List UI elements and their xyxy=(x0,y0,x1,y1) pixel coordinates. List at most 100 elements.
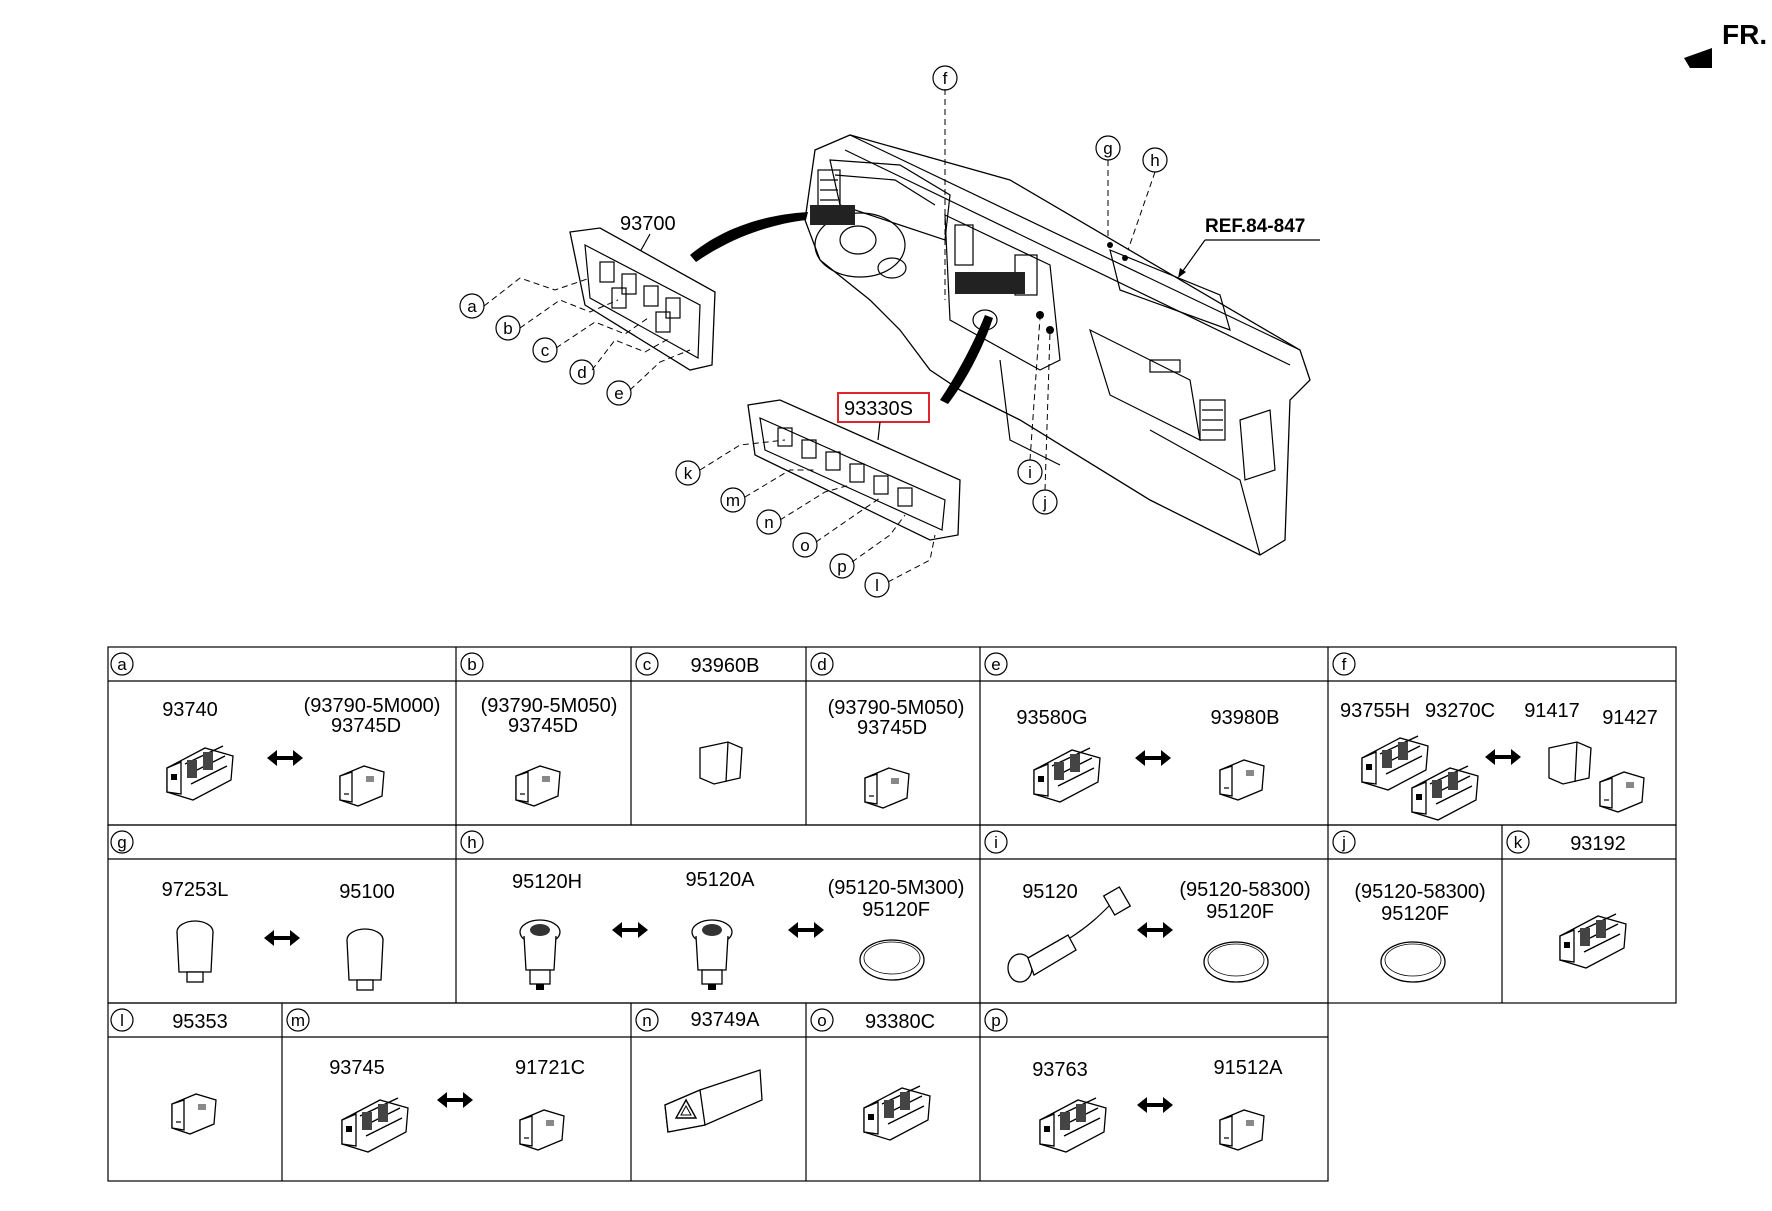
part-97253L[interactable]: 97253L xyxy=(162,879,229,901)
interchange-arrow-icon xyxy=(262,928,302,948)
button-icon xyxy=(176,920,214,983)
hazard-switch-icon xyxy=(664,1069,763,1133)
part-95120H[interactable]: 95120H xyxy=(512,871,582,893)
cap-icon xyxy=(1380,941,1446,983)
part-95100[interactable]: 95100 xyxy=(339,881,395,903)
switch-icon xyxy=(515,765,561,807)
center-panel-location xyxy=(955,272,1025,294)
part-91512A[interactable]: 91512A xyxy=(1214,1057,1284,1079)
cap-icon xyxy=(1203,941,1269,983)
callout-m: m xyxy=(726,491,740,510)
cell-f: f 93755H 93270C 91417 91427 xyxy=(1332,652,1658,821)
callout-a: a xyxy=(467,297,477,316)
switch-icon xyxy=(863,1085,931,1141)
switch-icon xyxy=(1559,913,1627,969)
switch-icon xyxy=(1033,747,1101,803)
callout-e: e xyxy=(614,384,623,403)
part-95120F[interactable]: 95120F xyxy=(1206,901,1274,923)
callout-o: o xyxy=(800,536,809,555)
part-93580G[interactable]: 93580G xyxy=(1016,707,1087,729)
cell-letter-m: m xyxy=(291,1011,305,1030)
cell-m: m 93745 91721C xyxy=(286,1008,585,1153)
switch-icon xyxy=(864,767,910,809)
part-93740[interactable]: 93740 xyxy=(162,699,218,721)
cell-letter-p: p xyxy=(991,1011,1000,1030)
part-91417[interactable]: 91417 xyxy=(1524,700,1580,722)
interchange-arrow-icon xyxy=(1135,920,1175,940)
cell-letter-i: i xyxy=(994,833,998,852)
part-alt-93790-5M000: (93790-5M000) xyxy=(304,695,441,717)
upper-panel-pointer xyxy=(690,212,808,262)
switch-icon xyxy=(1361,735,1429,791)
cell-letter-b: b xyxy=(467,655,476,674)
part-93380C[interactable]: 93380C xyxy=(865,1011,935,1033)
cell-letter-g: g xyxy=(117,833,126,852)
cell-h: h 95120H 95120A (95120-5M300) 95120F xyxy=(460,830,965,991)
part-95120F[interactable]: 95120F xyxy=(862,899,930,921)
upper-panel-part-no[interactable]: 93700 xyxy=(620,213,676,235)
center-panel-callouts: k m n o p l xyxy=(675,439,936,598)
callout-b: b xyxy=(503,319,512,338)
part-93270C[interactable]: 93270C xyxy=(1425,700,1495,722)
part-95120F[interactable]: 95120F xyxy=(1381,903,1449,925)
switch-icon xyxy=(171,1093,217,1135)
switch-icon xyxy=(1411,765,1479,821)
interchange-arrow-icon xyxy=(435,1090,475,1110)
power-outlet-icon xyxy=(691,919,733,991)
callout-i: i xyxy=(1028,463,1032,482)
part-alt-95120-58300: (95120-58300) xyxy=(1179,879,1310,901)
part-93749A[interactable]: 93749A xyxy=(691,1009,761,1031)
part-91721C[interactable]: 91721C xyxy=(515,1057,585,1079)
cell-letter-l: l xyxy=(120,1011,124,1030)
cap-icon xyxy=(859,939,925,981)
center-panel-pointer xyxy=(940,315,993,404)
part-93192[interactable]: 93192 xyxy=(1570,833,1626,855)
ref-callout: REF.84-847 xyxy=(1178,216,1320,278)
part-93745D[interactable]: 93745D xyxy=(857,717,927,739)
callout-p: p xyxy=(837,557,846,576)
switch-icon xyxy=(1039,1097,1107,1153)
cell-o: o 93380C xyxy=(810,1008,935,1141)
part-95120A[interactable]: 95120A xyxy=(686,869,756,891)
part-93745[interactable]: 93745 xyxy=(329,1057,385,1079)
callout-c: c xyxy=(541,341,550,360)
blank-cover-icon xyxy=(699,741,743,785)
part-91427[interactable]: 91427 xyxy=(1602,707,1658,729)
front-arrow-icon xyxy=(1684,48,1712,68)
upper-panel-location xyxy=(810,205,855,225)
switch-icon xyxy=(1219,759,1265,801)
part-93980B[interactable]: 93980B xyxy=(1211,707,1280,729)
part-93763[interactable]: 93763 xyxy=(1032,1059,1088,1081)
part-93745D[interactable]: 93745D xyxy=(508,715,578,737)
part-93745D[interactable]: 93745D xyxy=(331,715,401,737)
dash-callouts: f g h i j xyxy=(932,65,1168,515)
callout-l: l xyxy=(875,576,879,595)
blank-cover-icon xyxy=(1548,741,1592,785)
callout-g: g xyxy=(1103,139,1112,158)
cell-b: b (93790-5M050) 93745D xyxy=(460,652,618,807)
part-alt-95120-58300: (95120-58300) xyxy=(1354,881,1485,903)
cell-d: d (93790-5M050) 93745D xyxy=(810,652,965,809)
part-95120[interactable]: 95120 xyxy=(1022,881,1078,903)
switch-icon xyxy=(166,745,234,801)
cell-a: a 93740 (93790-5M000) 93745D xyxy=(110,652,441,807)
center-panel-part-no[interactable]: 93330S xyxy=(844,398,913,420)
cell-letter-h: h xyxy=(467,833,476,852)
interchange-arrow-icon xyxy=(1133,748,1173,768)
interchange-arrow-icon xyxy=(1135,1095,1175,1115)
switch-icon xyxy=(1219,1109,1265,1151)
upper-switch-panel: 93700 xyxy=(569,213,716,371)
cell-i: i 95120 (95120-58300) 95120F xyxy=(984,830,1311,983)
upper-panel-callouts: a b c d e xyxy=(459,277,691,406)
callout-j: j xyxy=(1042,493,1047,512)
cell-e: e 93580G 93980B xyxy=(984,652,1280,803)
part-95353[interactable]: 95353 xyxy=(172,1011,228,1033)
part-alt-95120-5M300: (95120-5M300) xyxy=(828,877,965,899)
part-alt-93790-5M050: (93790-5M050) xyxy=(828,697,965,719)
part-93960B[interactable]: 93960B xyxy=(691,655,760,677)
cell-letter-d: d xyxy=(817,655,826,674)
part-alt-93790-5M050: (93790-5M050) xyxy=(481,695,618,717)
part-93755H[interactable]: 93755H xyxy=(1340,700,1410,722)
callout-h: h xyxy=(1150,151,1159,170)
